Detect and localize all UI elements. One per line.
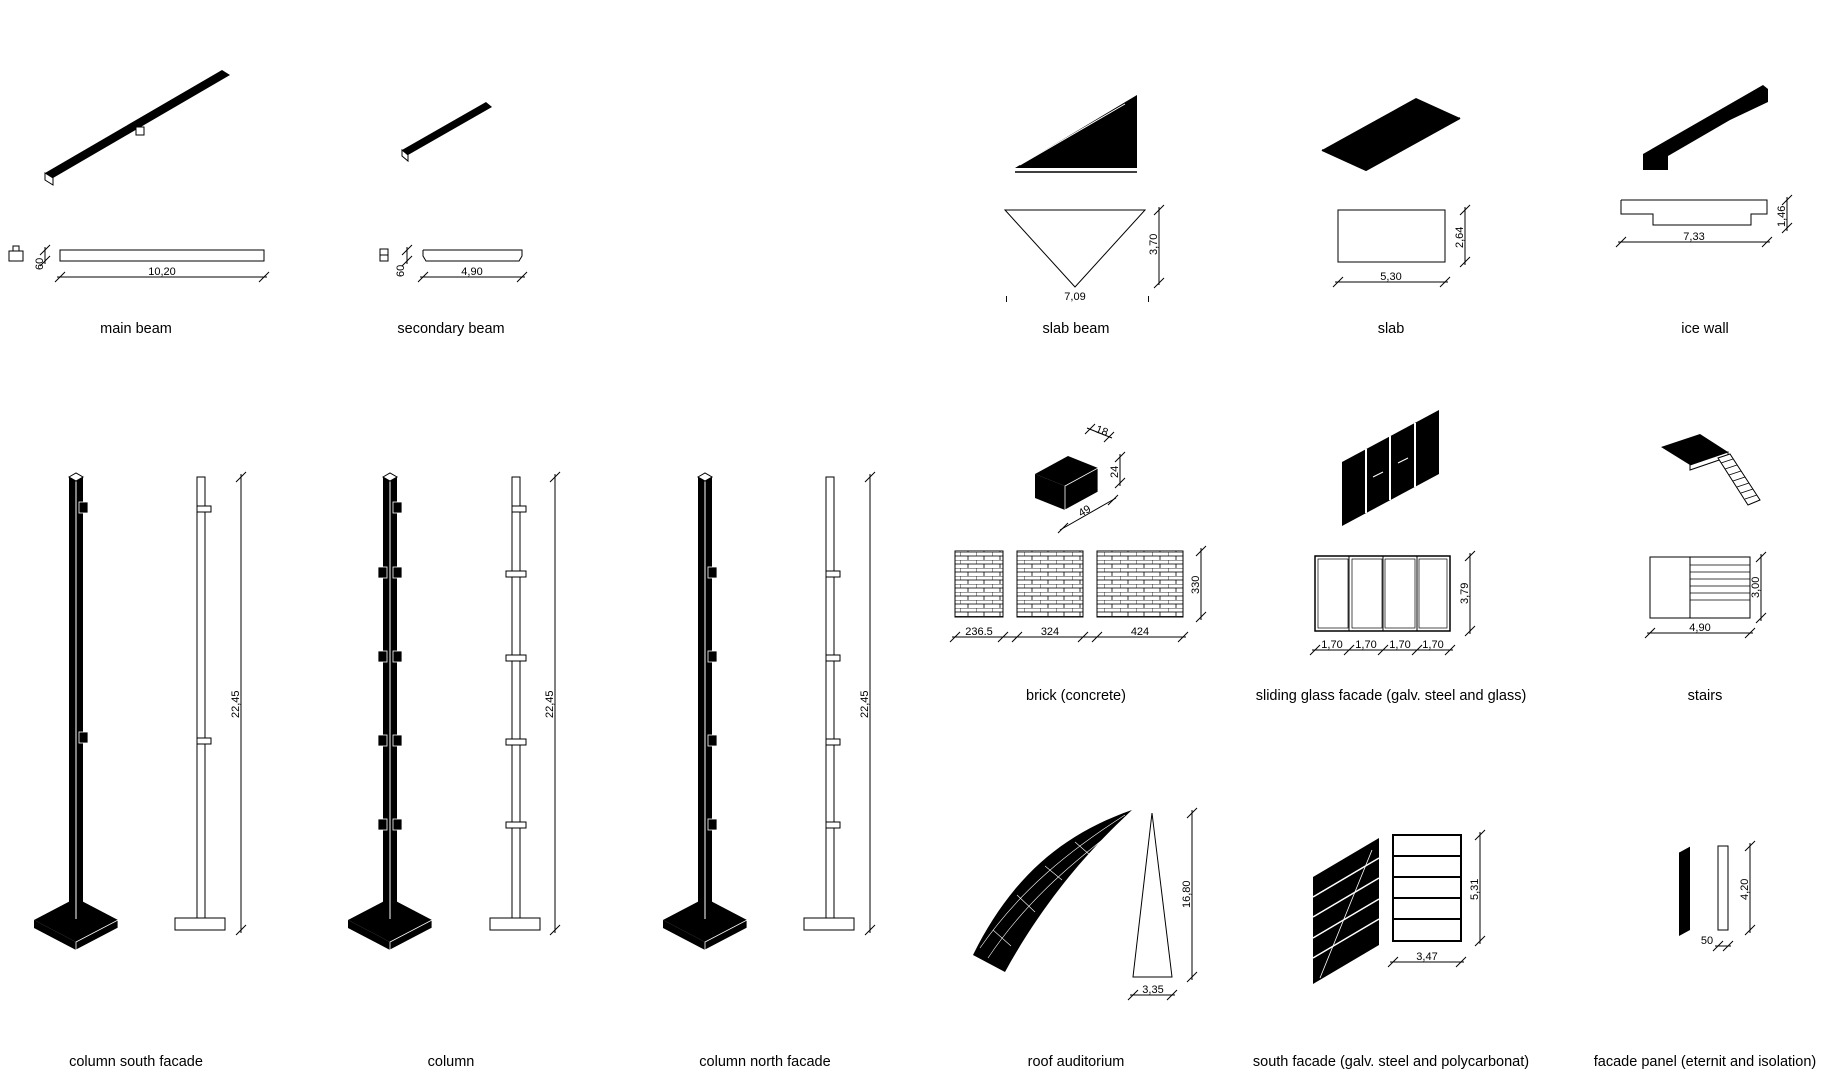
stairs-dim-height: 3,00: [1750, 577, 1762, 598]
glass-facade-dim-height: 3,79: [1459, 583, 1471, 604]
roof-auditorium-section: [1132, 812, 1173, 978]
brick-dim-height: 24: [1109, 466, 1121, 478]
slab-drawing: 2,64 5,30: [1321, 98, 1471, 288]
roof-auditorium-dim-width: 3,35: [1142, 984, 1163, 996]
stairs-plan: [1649, 556, 1751, 619]
main-beam-drawing: 10,20 60: [8, 70, 270, 283]
secondary-beam-iso: [402, 102, 492, 155]
sliding-glass-facade-drawing: 3,79 1,70 1,70 1,70 1,70: [1309, 410, 1476, 656]
svg-text:ı: ı: [1005, 293, 1008, 305]
slab-iso: [1322, 98, 1460, 170]
caption-ice-wall: ice wall: [1681, 321, 1729, 337]
secondary-beam-elevation: [422, 249, 523, 262]
slab-beam-section: [1003, 209, 1147, 288]
column-dim-height: 22,45: [544, 690, 556, 718]
caption-stairs: stairs: [1687, 688, 1723, 704]
roof-auditorium-iso: [973, 810, 1132, 972]
caption-column-north-facade: column north facade: [699, 1054, 831, 1070]
slab-dim-depth: 2,64: [1454, 227, 1466, 248]
main-beam-section-icon: [8, 250, 24, 262]
caption-column: column: [427, 1054, 475, 1070]
caption-roof-auditorium: roof auditorium: [1027, 1054, 1125, 1070]
caption-slab-beam: slab beam: [1042, 321, 1110, 337]
ice-wall-section: [1620, 199, 1768, 226]
column-north-facade-drawing: 22,45: [663, 471, 876, 951]
brick-drawing: 18 24 49 330 236.5 324 424: [949, 423, 1207, 643]
column-south-elevation: [196, 476, 206, 919]
caption-facade-panel: facade panel (eternit and isolation): [1593, 1054, 1817, 1070]
facade-panel-elevation: [1717, 845, 1729, 931]
slab-beam-drawing: 3,70 7,09 ı ı: [1003, 95, 1165, 305]
main-beam-dim-length: 10,20: [148, 266, 176, 278]
facade-panel-dim-height: 4,20: [1739, 879, 1751, 900]
facade-panel-dim-width: 50: [1701, 935, 1713, 947]
column-drawing: 22,45: [348, 471, 561, 951]
secondary-beam-dim-height: 60: [395, 265, 407, 277]
svg-text:ı: ı: [1147, 293, 1150, 305]
caption-sliding-glass-facade: sliding glass facade (galv. steel and gl…: [1255, 688, 1527, 704]
slab-plan: [1337, 209, 1446, 263]
facade-panel-iso: [1679, 846, 1690, 936]
column-north-dim-height: 22,45: [859, 690, 871, 718]
glass-facade-dim-panel-2: 1,70: [1355, 639, 1376, 651]
brick-wall-1: [954, 550, 1004, 618]
brick-dim-wall-2: 324: [1041, 626, 1059, 638]
south-facade-dim-width: 3,47: [1416, 951, 1437, 963]
caption-slab: slab: [1377, 321, 1405, 337]
caption-main-beam: main beam: [100, 321, 172, 337]
secondary-beam-drawing: 4,90 60: [379, 102, 528, 283]
south-facade-dim-height: 5,31: [1469, 879, 1481, 900]
caption-south-facade: south facade (galv. steel and polycarbon…: [1252, 1054, 1530, 1070]
south-facade-elevation: [1392, 834, 1462, 942]
brick-dim-wall-1: 236.5: [965, 626, 993, 638]
ice-wall-iso: [1643, 85, 1768, 170]
ice-wall-drawing: 7,33 1,46: [1615, 85, 1793, 248]
slab-beam-dim-height: 3,70: [1148, 234, 1160, 255]
brick-wall-2: [1016, 550, 1084, 618]
stairs-drawing: 3,00 4,90: [1644, 434, 1767, 639]
slab-dim-width: 5,30: [1380, 271, 1401, 283]
brick-dim-length: 49: [1077, 503, 1094, 520]
roof-auditorium-drawing: 16,80 3,35: [973, 807, 1198, 1001]
slab-beam-dim-width: 7,09: [1064, 291, 1085, 303]
main-beam-iso: [45, 70, 230, 178]
stairs-iso-flight: [1717, 453, 1761, 506]
column-south-facade-drawing: 22,45: [34, 471, 247, 951]
caption-secondary-beam: secondary beam: [397, 321, 505, 337]
column-north-elevation: [825, 476, 835, 919]
caption-column-south-facade: column south facade: [69, 1054, 203, 1070]
stairs-dim-width: 4,90: [1689, 622, 1710, 634]
roof-auditorium-dim-height: 16,80: [1181, 880, 1193, 908]
glass-facade-dim-panel-4: 1,70: [1422, 639, 1443, 651]
glass-facade-dim-panel-3: 1,70: [1389, 639, 1410, 651]
secondary-beam-dim-length: 4,90: [461, 266, 482, 278]
caption-brick: brick (concrete): [1026, 688, 1126, 704]
brick-dim-wall-height: 330: [1190, 576, 1202, 594]
column-south-dim-height: 22,45: [230, 690, 242, 718]
brick-iso-front: [1035, 474, 1065, 510]
column-elevation: [511, 476, 521, 919]
glass-facade-elevation: [1314, 555, 1451, 632]
ice-wall-dim-height: 1,46: [1776, 206, 1788, 227]
main-beam-dim-height: 60: [34, 258, 46, 270]
brick-iso-top: [1035, 456, 1098, 486]
south-facade-drawing: 5,31 3,47: [1312, 829, 1486, 984]
main-beam-elevation: [59, 249, 265, 262]
facade-panel-drawing: 4,20 50: [1678, 840, 1756, 952]
brick-wall-3: [1096, 550, 1184, 618]
brick-dim-depth: 18: [1094, 424, 1110, 439]
ice-wall-dim-width: 7,33: [1683, 231, 1704, 243]
glass-facade-dim-panel-1: 1,70: [1321, 639, 1342, 651]
brick-dim-wall-3: 424: [1131, 626, 1149, 638]
